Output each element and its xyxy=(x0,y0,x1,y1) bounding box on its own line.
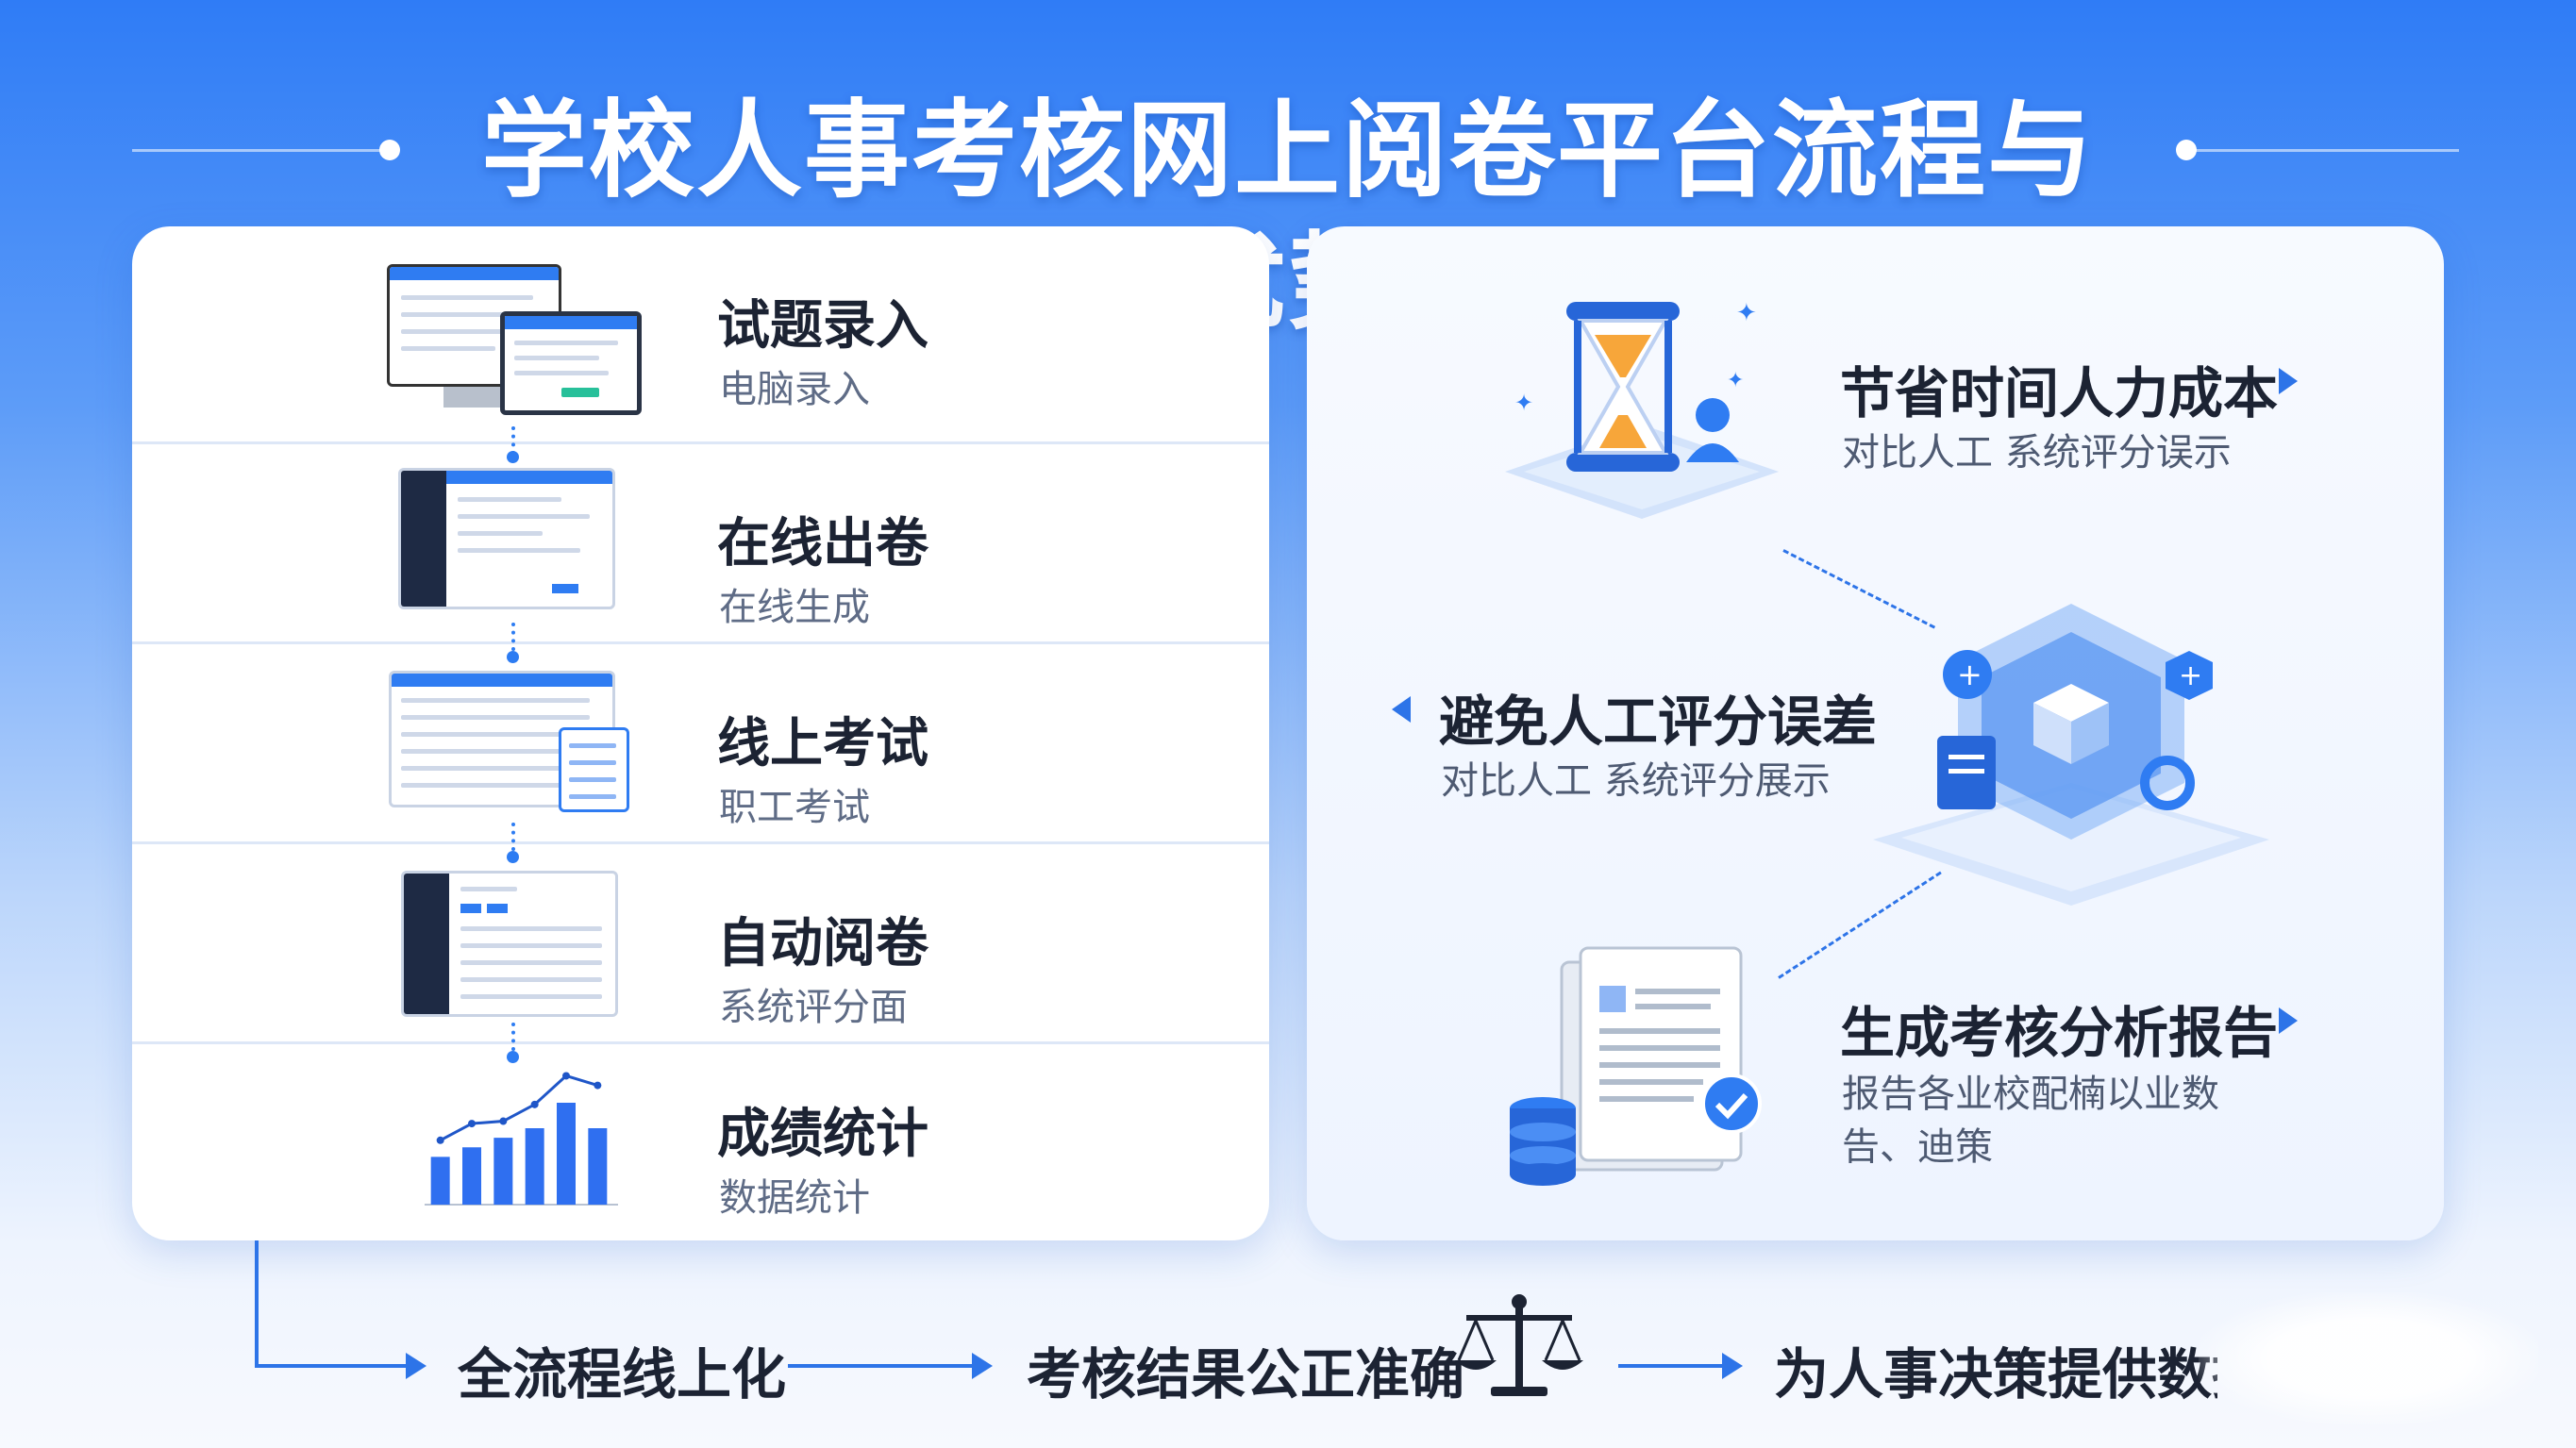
flow-arrow-head xyxy=(1722,1353,1743,1379)
flow-arrow-head xyxy=(406,1353,427,1379)
computer-monitor-icon xyxy=(387,264,783,424)
step-subtitle: 在线生成 xyxy=(719,586,870,629)
step-connector xyxy=(511,1023,515,1051)
step-question-entry[interactable]: 试题录入 电脑录入 xyxy=(132,226,1269,425)
step-subtitle: 职工考试 xyxy=(719,786,870,829)
chart-bar xyxy=(493,1138,513,1205)
step-title: 试题录入 xyxy=(717,295,928,357)
feature-subtitle-line: 告、迪策 xyxy=(1842,1125,1993,1169)
step-connector-dot xyxy=(507,1051,519,1063)
chart-bar xyxy=(588,1128,608,1205)
title-left-line xyxy=(132,149,387,152)
flow-item: 考核结果公正准确 xyxy=(1027,1342,1465,1406)
title-right-line xyxy=(2195,149,2459,152)
svg-text:✦: ✦ xyxy=(1736,299,1757,327)
chart-bar xyxy=(525,1128,544,1205)
chart-bar xyxy=(430,1157,450,1205)
svg-text:+: + xyxy=(2179,659,2202,692)
step-auto-grading[interactable]: 自动阅卷 系统评分面 xyxy=(132,844,1269,1043)
flow-arrow-line xyxy=(255,1364,406,1368)
arrow-left-icon xyxy=(1392,696,1411,723)
chart-point xyxy=(436,1136,444,1144)
step-subtitle: 电脑录入 xyxy=(719,368,870,411)
title-bar: 学校人事考核网上阅卷平台流程与优势 xyxy=(0,38,2576,344)
title-left-dot xyxy=(379,140,400,160)
feature-subtitle-line: 报告各业校配楠以业数 xyxy=(1842,1073,2219,1116)
svg-text:✦: ✦ xyxy=(1727,369,1744,392)
title-right-dot xyxy=(2176,140,2197,160)
chart-point xyxy=(530,1100,539,1108)
feature-title: 避免人工评分误差 xyxy=(1439,690,1878,754)
step-connector-dot xyxy=(507,651,519,663)
document-icon xyxy=(1510,946,1743,1186)
flow-arrow-head xyxy=(972,1353,993,1379)
feature-title: 节省时间人力成本 xyxy=(1840,361,2279,425)
flow-arrow-line xyxy=(1618,1364,1722,1368)
grading-screenshot-icon xyxy=(401,871,618,1017)
step-score-statistics[interactable]: 成绩统计 数据统计 xyxy=(132,1044,1269,1240)
chart-bar xyxy=(462,1147,481,1205)
chart-bar xyxy=(557,1103,576,1205)
mini-bar-chart xyxy=(425,1072,618,1206)
arrow-right-icon xyxy=(2279,368,2298,394)
divider xyxy=(132,1041,1269,1044)
step-connector-dot xyxy=(507,451,519,463)
flow-start-line xyxy=(255,1240,259,1365)
step-online-paper[interactable]: 在线出卷 在线生成 xyxy=(132,444,1269,643)
divider xyxy=(132,641,1269,644)
divider xyxy=(132,441,1269,444)
step-title: 自动阅卷 xyxy=(717,913,928,974)
watermark-blur xyxy=(2199,1292,2538,1424)
paper-builder-screenshot-icon xyxy=(398,468,615,609)
check-icon xyxy=(1701,1074,1762,1134)
step-title: 线上考试 xyxy=(717,713,928,774)
step-connector xyxy=(511,426,515,455)
chart-point xyxy=(562,1072,570,1080)
step-title: 成绩统计 xyxy=(717,1104,928,1165)
chart-point xyxy=(468,1120,476,1128)
step-title: 在线出卷 xyxy=(717,513,928,574)
chart-trend-line xyxy=(439,1074,598,1142)
feature-subtitle: 对比人工 系统评分误示 xyxy=(1842,431,2232,474)
arrow-right-icon xyxy=(2279,1007,2298,1034)
step-connector xyxy=(511,623,515,651)
flow-item: 全流程线上化 xyxy=(458,1342,787,1406)
feature-title: 生成考核分析报告 xyxy=(1840,1001,2279,1065)
chart-point xyxy=(499,1117,508,1125)
svg-text:+: + xyxy=(1957,657,1982,692)
divider xyxy=(132,841,1269,844)
advantages-panel: ✦ ✦ ✦ 节省时间人力成本 对比人工 系统评分误示 避免人工评分误差 对比人工… xyxy=(1307,226,2444,1240)
step-online-exam[interactable]: 线上考试 职工考试 xyxy=(132,644,1269,843)
exam-list-screenshot-icon xyxy=(389,671,634,812)
feature-subtitle: 对比人工 系统评分展示 xyxy=(1441,759,1831,803)
outcome-flow: 全流程线上化 考核结果公正准确 为人事决策提供数据 xyxy=(0,1226,2576,1448)
step-subtitle: 系统评分面 xyxy=(719,986,908,1029)
hourglass-icon: ✦ ✦ ✦ xyxy=(1505,299,1779,519)
flow-arrow-line xyxy=(788,1364,972,1368)
flow-item: 为人事决策提供数据 xyxy=(1774,1342,2217,1406)
svg-text:✦: ✦ xyxy=(1514,390,1533,416)
hexagon-cube-icon: + + xyxy=(1873,604,2269,906)
step-connector-dot xyxy=(507,851,519,863)
chart-point xyxy=(594,1081,602,1090)
scale-icon xyxy=(1455,1294,1583,1396)
process-panel: 试题录入 电脑录入 在线出卷 在线生成 xyxy=(132,226,1269,1240)
step-subtitle: 数据统计 xyxy=(719,1176,870,1220)
step-connector xyxy=(511,823,515,851)
